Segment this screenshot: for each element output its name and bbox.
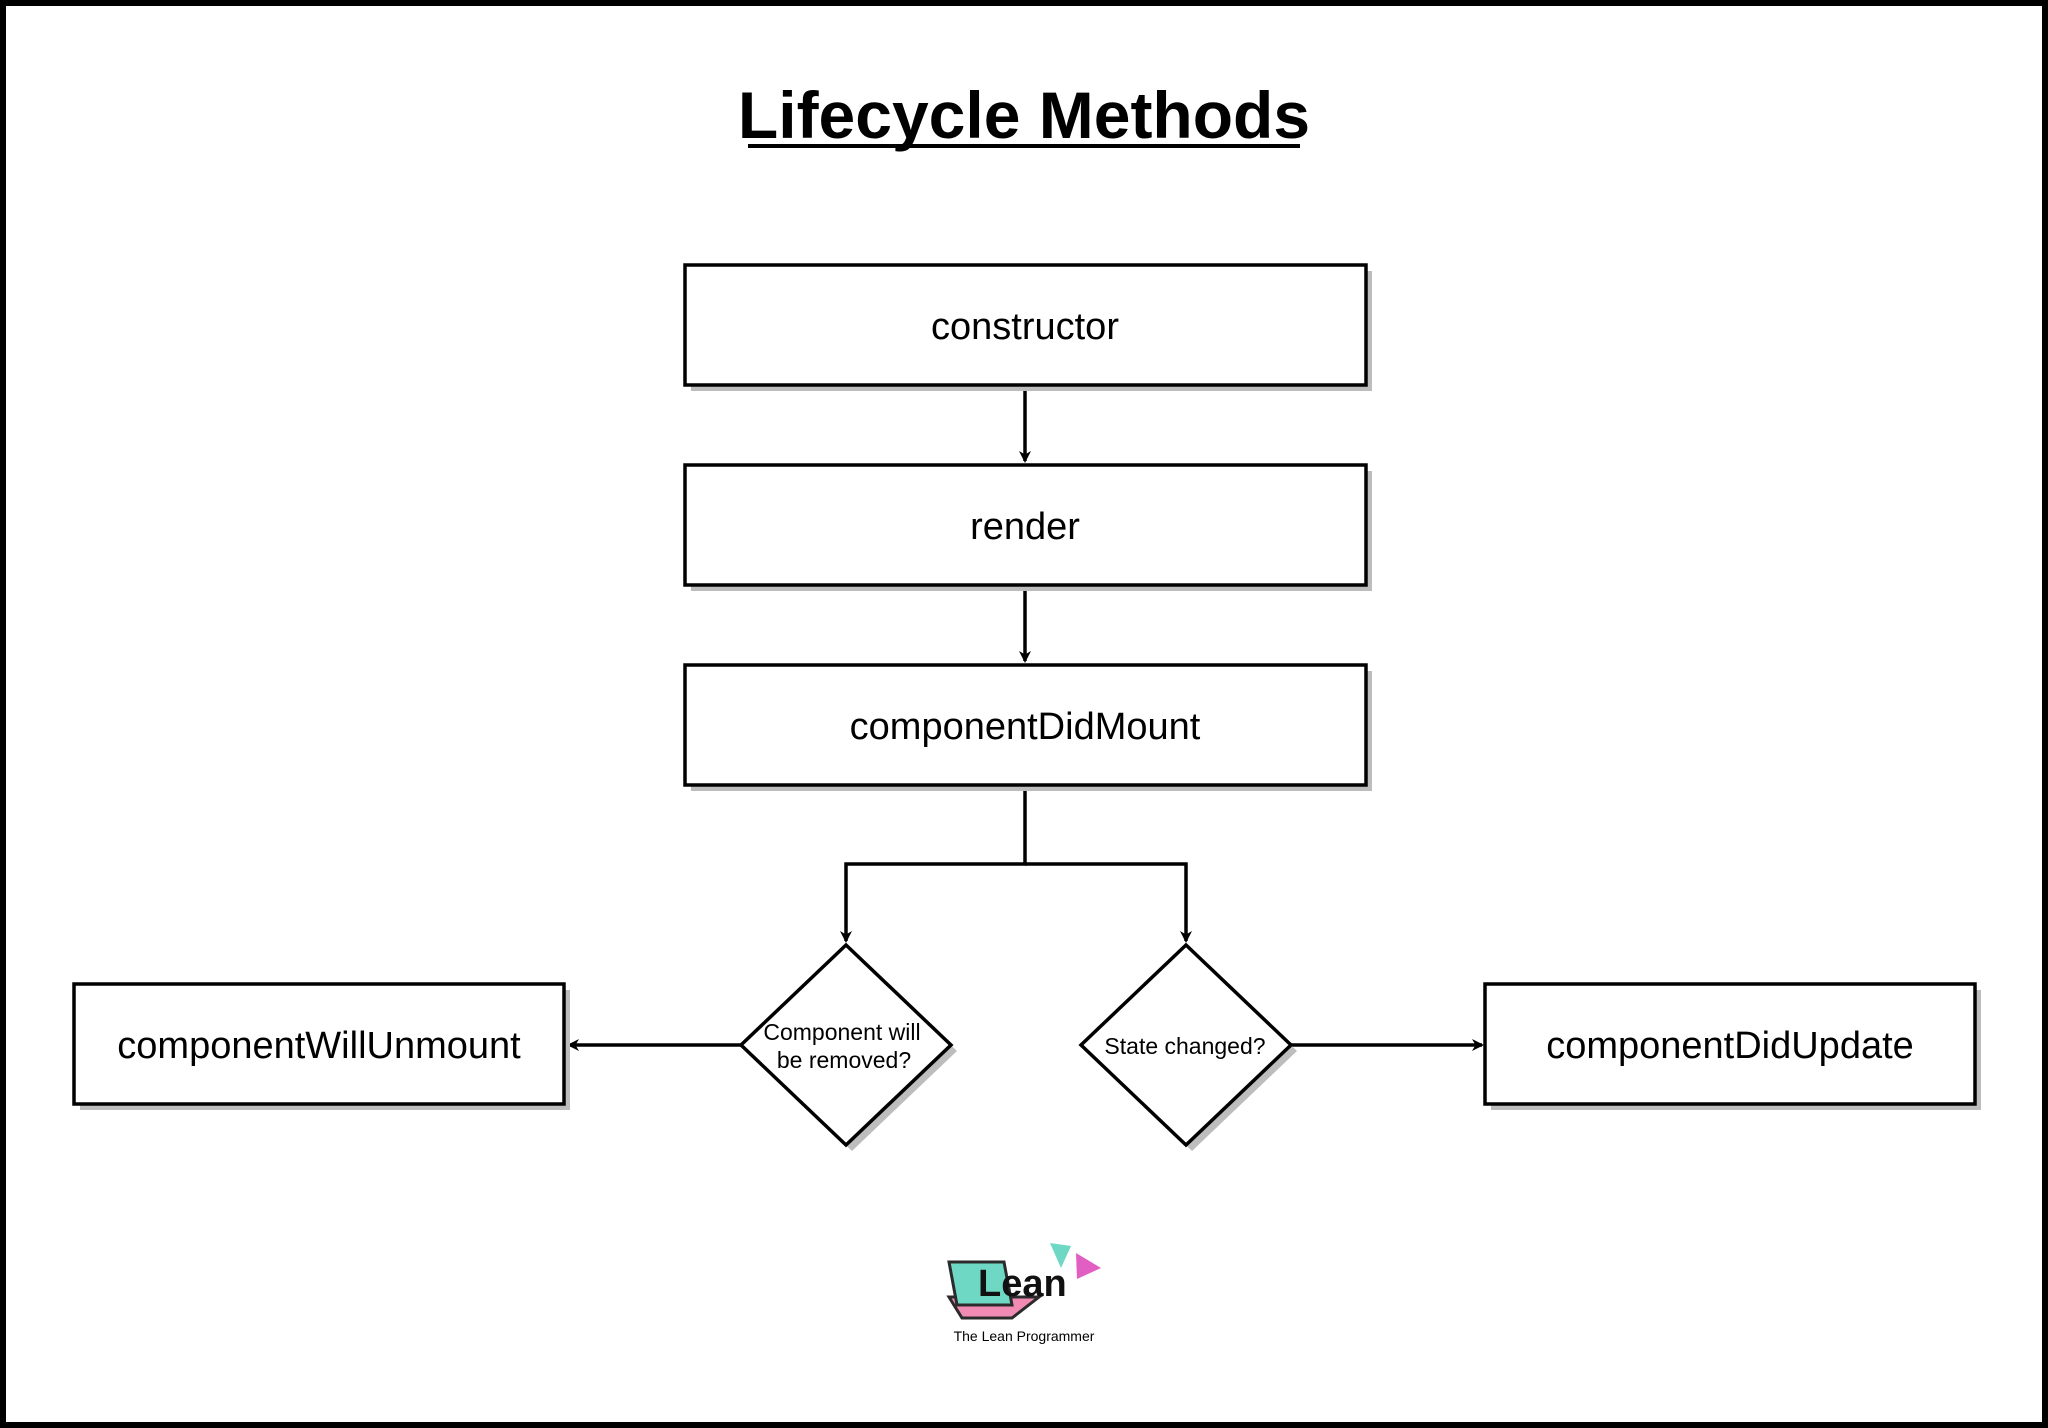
node-component-did-update: componentDidUpdate — [1483, 982, 1981, 1110]
arrow-didmount-to-removed-decision — [840, 786, 1027, 943]
logo-tagline: The Lean Programmer — [954, 1328, 1095, 1344]
node-constructor-label: constructor — [931, 306, 1119, 348]
decision-removed-line-1: Component will — [763, 1019, 920, 1045]
teal-triangle-icon — [1050, 1243, 1071, 1268]
node-constructor: constructor — [683, 263, 1372, 391]
laptop-screen-icon — [947, 1260, 1014, 1307]
node-component-did-mount-label: componentDidMount — [850, 706, 1201, 748]
title-text: Lifecycle Methods — [738, 78, 1310, 152]
decision-component-removed: Component will be removed? — [738, 942, 957, 1151]
arrow-didmount-to-state-decision — [1025, 862, 1192, 943]
node-render: render — [683, 463, 1372, 591]
node-component-did-update-label: componentDidUpdate — [1546, 1025, 1914, 1067]
page-title: Lifecycle Methods — [738, 78, 1310, 152]
lean-logo: Lean The Lean Programmer — [946, 1243, 1101, 1344]
node-component-did-mount: componentDidMount — [683, 663, 1372, 791]
magenta-triangle-icon — [1076, 1253, 1101, 1279]
node-component-will-unmount-label: componentWillUnmount — [117, 1025, 521, 1067]
logo-wordmark: Lean — [978, 1263, 1067, 1305]
decision-state-label: State changed? — [1104, 1033, 1265, 1059]
decision-state-changed: State changed? — [1078, 942, 1297, 1151]
decision-removed-line-2: be removed? — [777, 1047, 911, 1073]
connectors — [567, 386, 1484, 1051]
node-render-label: render — [970, 506, 1080, 548]
node-component-will-unmount: componentWillUnmount — [72, 982, 570, 1110]
